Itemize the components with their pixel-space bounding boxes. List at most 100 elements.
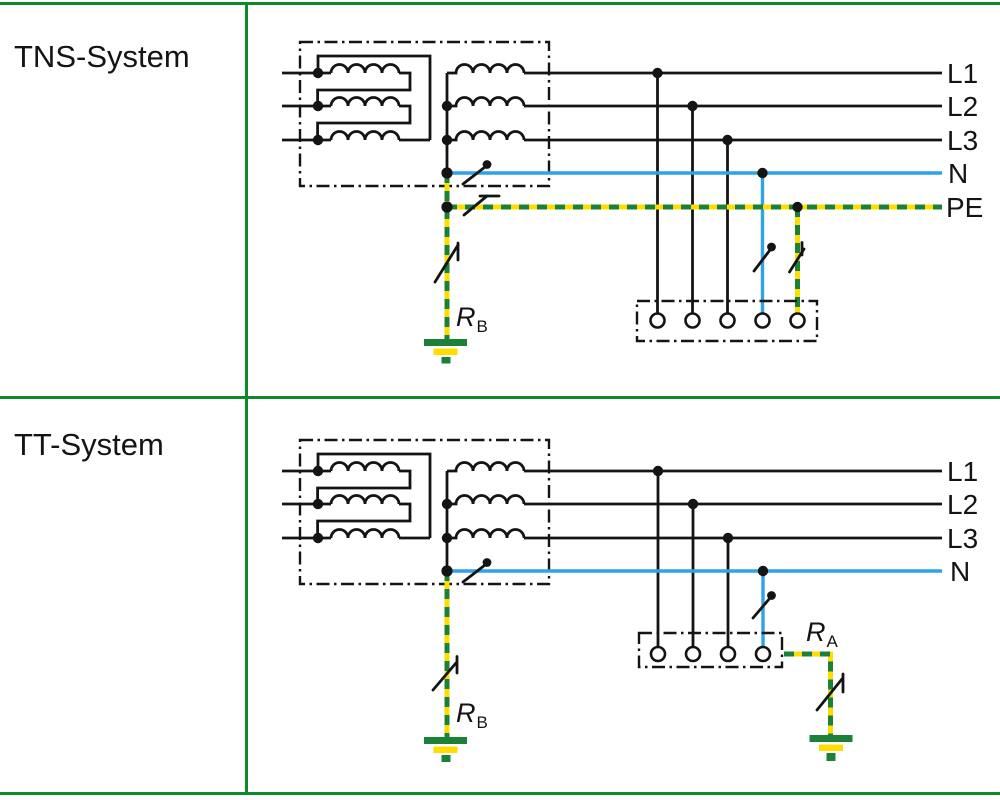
junction-dot [652,67,663,79]
junction-dot [722,532,734,544]
junction-dot [687,498,699,510]
tns-terminal-pe [789,312,806,329]
tt-rb-isolator-slash [431,661,458,692]
tns-delta-coil-1 [329,63,401,74]
tt-distribution-board-box [637,631,784,669]
tns-n-isolator-transformer-dot [482,160,492,169]
tt-ra-symbol: R [806,617,826,647]
tt-star-coil-3 [447,528,526,540]
tt-terminal-l2 [684,645,702,663]
junction-dot [441,498,453,510]
tns-pe-label: PE [946,192,983,223]
tt-l3-label: L3 [947,523,978,554]
tt-ra-earth-conductor-yellow [784,651,833,735]
tns-terminal-l1 [649,312,666,329]
tt-delta-winding [282,452,432,540]
tns-pe-isolator-transformer-slash [462,194,489,217]
tt-n-isolator-board [751,591,776,620]
junction-dot [652,465,664,477]
junction-dot [441,201,453,213]
tns-star-coil-1 [447,63,526,75]
tns-star-coil-3 [447,130,526,142]
tt-ra-earth-electrode [809,735,853,761]
tt-rb-earth-bar-2 [433,746,458,753]
tns-rb-isolator [433,241,460,284]
tt-ra-earth-bar-3 [826,753,836,761]
tt-distribution-board [637,631,784,669]
tns-l2-label: L2 [947,91,978,122]
junction-dot [441,100,453,112]
tt-star-winding [445,461,526,571]
tns-delta-outer [316,54,432,140]
tns-row-title: TNS-System [14,39,190,74]
tns-pe-isolator-transformer [462,194,501,217]
junction-dot [687,100,698,112]
tns-rb-label: RB [456,302,488,336]
tns-rb-isolator-slash [433,243,460,284]
tns-n-isolator-board-dot [767,242,776,252]
tns-star-winding [445,63,526,173]
tt-l1-label: L1 [947,456,978,487]
tns-rb-earth-bar-1 [424,339,467,346]
tns-distribution-board [635,299,819,343]
tt-rb-earth-bar-3 [441,755,451,762]
tns-n-isolator-board-slash [752,248,772,273]
junction-dot [792,201,803,213]
tt-earthing-conductors [444,571,833,737]
tns-terminal-n [754,312,771,329]
tns-junction-dots [312,67,803,213]
tt-ra-earth-bar-1 [809,735,853,742]
tns-rb-earth-bar-2 [433,348,458,355]
tns-l1-label: L1 [947,58,978,89]
tns-delta-link-2 [316,104,412,140]
junction-dot [757,565,769,577]
tns-delta-coil-2 [329,96,401,107]
tns-n-isolator-transformer [461,160,492,186]
junction-dot [441,167,453,179]
tns-terminal-l3 [719,312,736,329]
tt-l2-label: L2 [947,489,978,520]
tns-delta-coil-3 [329,130,401,141]
tns-rb-earth-electrode [424,339,467,364]
tns-n-label: N [948,158,968,189]
tt-star-coil-2 [447,494,526,506]
tns-n-isolator-transformer-slash [461,165,487,186]
tt-n-isolator-board-dot [767,591,776,600]
tt-diagram: RB RA L1 L2 L3 N [282,438,978,762]
tns-rb-subscript: B [477,317,488,336]
tt-delta-link-2 [316,502,412,538]
tt-n-isolator-transformer-dot [482,558,492,567]
tt-terminal-l1 [649,645,667,663]
tt-transformer-box [298,438,551,586]
junction-dot [312,465,324,477]
tt-delta-coil-3 [329,528,401,539]
tns-l3-label: L3 [947,125,978,156]
tt-rb-symbol: R [456,698,476,728]
junction-dot [312,67,324,79]
tt-star-coil-1 [447,461,526,473]
tt-rb-earth-bar-1 [424,737,467,744]
tt-rb-isolator [431,655,459,692]
tns-pe-isolator-board [788,241,806,274]
junction-dot [757,167,768,179]
tt-rb-subscript: B [477,713,488,732]
tns-terminal-l2 [684,312,701,329]
junction-dot [441,565,453,577]
tns-distribution-board-box [635,299,819,343]
junction-dot [312,532,324,544]
tt-terminal-n [754,645,772,663]
junction-dot [312,100,324,112]
tt-n-label: N [950,556,970,587]
tt-rb-label: RB [456,698,488,732]
tt-n-isolator-transformer [461,558,492,584]
junction-dot [441,134,453,146]
tt-delta-coil-2 [329,494,401,505]
tt-n-isolator-transformer-slash [461,563,487,584]
tt-delta-outer [316,452,432,538]
tt-n-isolator-board-slash [751,596,772,620]
tt-delta-coil-1 [329,461,401,472]
tns-star-coil-2 [447,96,526,108]
